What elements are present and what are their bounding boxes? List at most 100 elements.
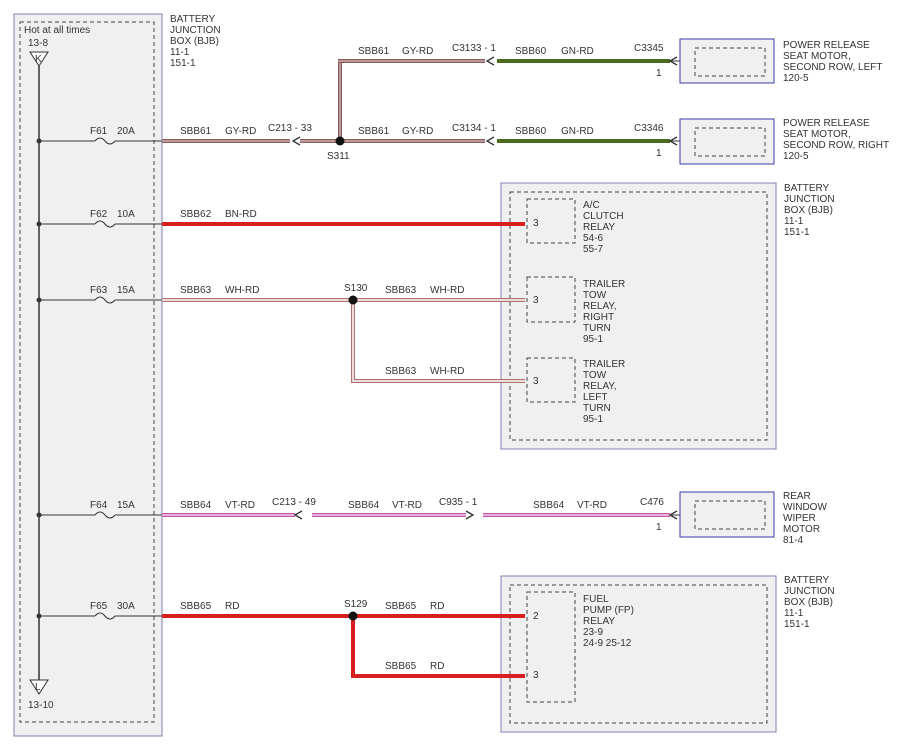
connector-c213-33-icon <box>291 136 301 146</box>
svg-text:POWER RELEASE: POWER RELEASE <box>783 40 870 51</box>
wire-label-sbb64-c: SBB64 <box>533 500 565 511</box>
fuse-f62: F62 10A <box>36 209 162 228</box>
connector-c3134-icon <box>485 136 495 146</box>
svg-text:BATTERY: BATTERY <box>784 183 830 194</box>
bjb-main-box <box>13 13 163 737</box>
component-seat-motor-right <box>679 118 775 165</box>
wire-color-sbb65-a: RD <box>225 601 239 612</box>
svg-text:RELAY,: RELAY, <box>583 301 617 312</box>
wire-color-sbb63-c: WH-RD <box>430 366 464 377</box>
component-seat-motor-right-label: POWER RELEASE SEAT MOTOR, SECOND ROW, RI… <box>783 118 889 162</box>
svg-text:TRAILER: TRAILER <box>583 359 625 370</box>
svg-text:11-1: 11-1 <box>784 216 804 227</box>
svg-text:F63: F63 <box>90 285 108 296</box>
wire-color-sbb63-b: WH-RD <box>430 285 464 296</box>
ref-13-8: 13-8 <box>28 38 48 49</box>
svg-text:30A: 30A <box>117 601 135 612</box>
svg-text:BOX (BJB): BOX (BJB) <box>784 205 833 216</box>
bjb-fuel-box <box>500 575 777 733</box>
svg-text:TOW: TOW <box>583 370 607 381</box>
svg-text:55-7: 55-7 <box>583 244 603 255</box>
wire-color-sbb65-c: RD <box>430 661 444 672</box>
splice-s311-label: S311 <box>327 151 350 162</box>
svg-text:3: 3 <box>533 295 539 306</box>
connector-c3346-label: C3346 <box>634 123 664 134</box>
svg-text:151-1: 151-1 <box>784 227 810 238</box>
bjb-main-inner-box <box>19 21 155 723</box>
svg-text:SEAT MOTOR,: SEAT MOTOR, <box>783 129 851 140</box>
wire-color-sbb62: BN-RD <box>225 209 257 220</box>
wire-color-sbb61-b: GY-RD <box>402 46 433 57</box>
component-rear-wiper-motor <box>679 491 775 538</box>
svg-text:F64: F64 <box>90 500 108 511</box>
svg-text:120-5: 120-5 <box>783 73 809 84</box>
svg-text:POWER RELEASE: POWER RELEASE <box>783 118 870 129</box>
svg-text:3: 3 <box>533 670 539 681</box>
wire-sbb61-riser <box>338 59 485 143</box>
wire-label-sbb63-b: SBB63 <box>385 285 417 296</box>
connector-c935-label: C935 - 1 <box>439 497 478 508</box>
splice-s129-dot <box>348 611 358 621</box>
svg-text:RELAY: RELAY <box>583 222 615 233</box>
component-seat-motor-left-label: POWER RELEASE SEAT MOTOR, SECOND ROW, LE… <box>783 40 882 84</box>
wire-color-sbb61-c: GY-RD <box>402 126 433 137</box>
connector-c213-49-icon <box>293 510 303 520</box>
wire-sbb65 <box>162 614 525 678</box>
wire-label-sbb62: SBB62 <box>180 209 212 220</box>
connector-c3134-label: C3134 - 1 <box>452 123 496 134</box>
wire-label-sbb63-c: SBB63 <box>385 366 417 377</box>
relay-trailer-left-label: TRAILER TOW RELAY, LEFT TURN 95-1 <box>583 359 625 425</box>
svg-text:15A: 15A <box>117 500 135 511</box>
bjb-relay-box <box>500 182 777 450</box>
svg-text:FUEL: FUEL <box>583 594 609 605</box>
wire-color-sbb64-c: VT-RD <box>577 500 607 511</box>
svg-text:95-1: 95-1 <box>583 414 603 425</box>
wire-label-sbb60-b: SBB60 <box>515 126 547 137</box>
connector-c3345-label: C3345 <box>634 43 664 54</box>
wire-color-sbb64-a: VT-RD <box>225 500 255 511</box>
svg-text:TOW: TOW <box>583 290 607 301</box>
svg-text:BATTERY: BATTERY <box>170 14 216 25</box>
svg-text:120-5: 120-5 <box>783 151 809 162</box>
relay-fuel-pump: 2 3 <box>526 591 576 703</box>
wire-label-sbb64-b: SBB64 <box>348 500 380 511</box>
connector-arrow-k-icon <box>29 51 49 67</box>
wire-color-sbb64-b: VT-RD <box>392 500 422 511</box>
svg-text:F65: F65 <box>90 601 108 612</box>
svg-text:151-1: 151-1 <box>784 619 810 630</box>
component-seat-motor-left <box>679 38 775 84</box>
svg-text:15A: 15A <box>117 285 135 296</box>
wire-label-sbb63-a: SBB63 <box>180 285 212 296</box>
wire-color-sbb61-a: GY-RD <box>225 126 256 137</box>
connector-c213-49-label: C213 - 49 <box>272 497 316 508</box>
svg-text:WIPER: WIPER <box>783 513 816 524</box>
connector-c935-icon <box>465 510 475 520</box>
connector-c3133-icon <box>485 56 495 66</box>
wire-label-sbb61-c: SBB61 <box>358 126 390 137</box>
pin-seat-right: 1 <box>656 148 662 159</box>
relay-trailer-left: 3 <box>526 357 576 403</box>
wire-label-sbb61-a: SBB61 <box>180 126 212 137</box>
svg-text:F62: F62 <box>90 209 108 220</box>
svg-text:A/C: A/C <box>583 200 600 211</box>
svg-text:23-9: 23-9 <box>583 627 603 638</box>
wire-label-sbb64-a: SBB64 <box>180 500 212 511</box>
svg-text:JUNCTION: JUNCTION <box>784 194 835 205</box>
svg-text:TURN: TURN <box>583 403 611 414</box>
svg-text:SECOND ROW, RIGHT: SECOND ROW, RIGHT <box>783 140 889 151</box>
relay-ac-clutch-label: A/C CLUTCH RELAY 54-6 55-7 <box>583 200 624 255</box>
svg-text:TURN: TURN <box>583 323 611 334</box>
connector-c3133-label: C3133 - 1 <box>452 43 496 54</box>
fuse-f63: F63 15A <box>36 285 162 304</box>
relay-trailer-right: 3 <box>526 276 576 323</box>
wire-label-sbb65-a: SBB65 <box>180 601 212 612</box>
hot-at-all-times-label: Hot at all times <box>24 25 90 36</box>
svg-text:3: 3 <box>533 218 539 229</box>
splice-s130-dot <box>348 295 358 305</box>
svg-text:24-9 25-12: 24-9 25-12 <box>583 638 632 649</box>
svg-text:RELAY: RELAY <box>583 616 615 627</box>
bjb-relay-box-title: BATTERY JUNCTION BOX (BJB) 11-1 151-1 <box>784 183 835 238</box>
bjb-main-title: BATTERY JUNCTION BOX (BJB) 11-1 151-1 <box>170 14 221 69</box>
